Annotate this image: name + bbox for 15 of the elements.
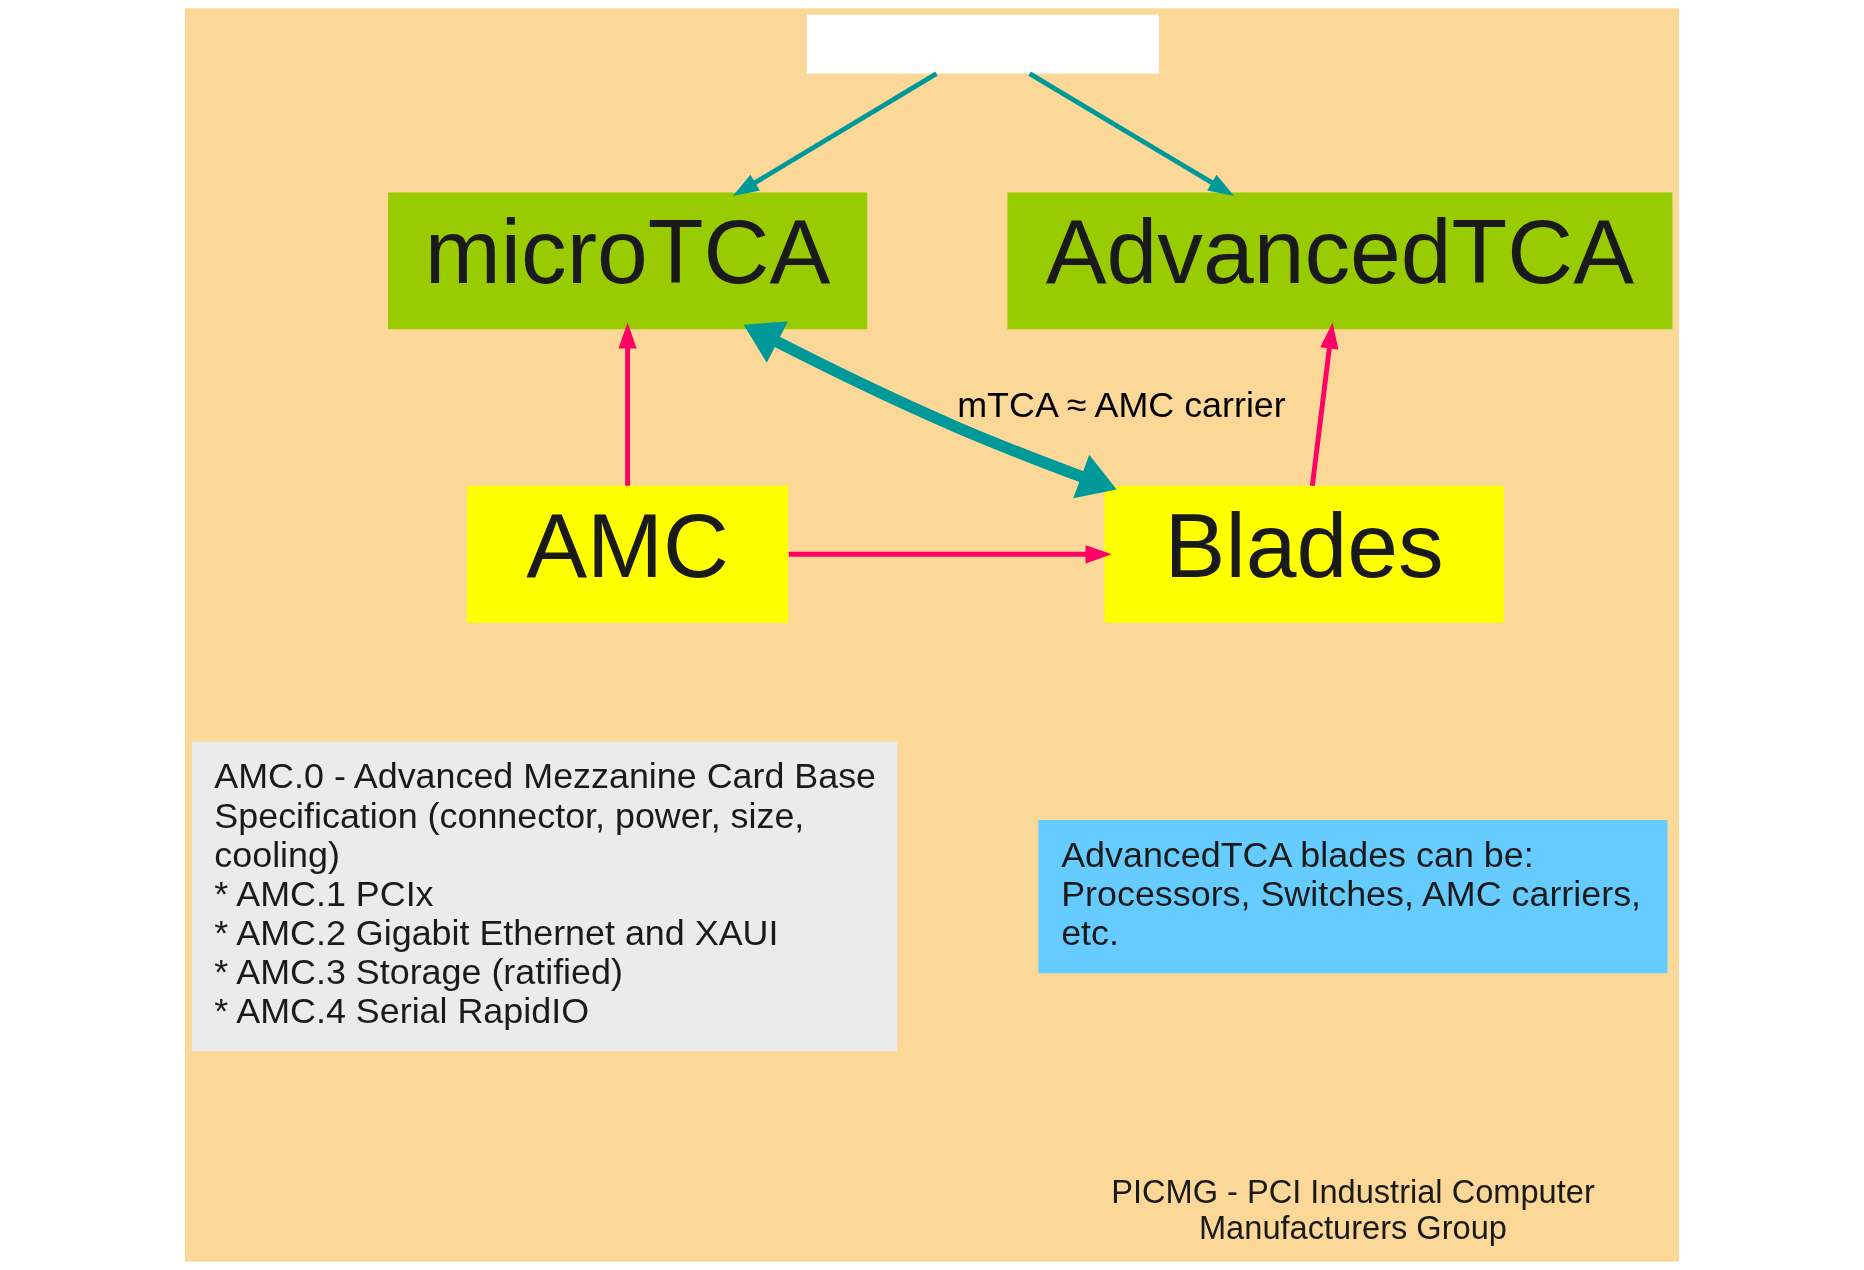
arrow bbox=[743, 321, 1117, 499]
node-box: AdvancedTCA bbox=[1007, 192, 1673, 330]
arrow bbox=[1028, 71, 1235, 197]
node-box bbox=[806, 14, 1159, 74]
node-box: microTCA bbox=[387, 192, 868, 330]
label: PICMG - PCI Industrial Computer Manufacturers Group bbox=[1111, 1173, 1595, 1246]
arrow bbox=[618, 322, 637, 486]
edge-label: mTCA ≈ AMC carrier bbox=[957, 384, 1286, 425]
node-box: AMC bbox=[467, 485, 789, 623]
arrow bbox=[1309, 322, 1339, 487]
node-box: AdvancedTCA blades can be: Processors, Switches, AMC carriers, etc. bbox=[1038, 820, 1668, 974]
arrow bbox=[788, 545, 1112, 564]
node-box: AMC.0 - Advanced Mezzanine Card Base Specification (connector, power, size, cooling) * AMC.1 PCIx * AMC.2 Gigabit Ethernet and XAUI * AMC.3 Storage (ratified) * AMC.4 Serial RapidIO bbox=[191, 741, 898, 1052]
node-box: Blades bbox=[1104, 485, 1504, 623]
arrow bbox=[732, 71, 938, 197]
